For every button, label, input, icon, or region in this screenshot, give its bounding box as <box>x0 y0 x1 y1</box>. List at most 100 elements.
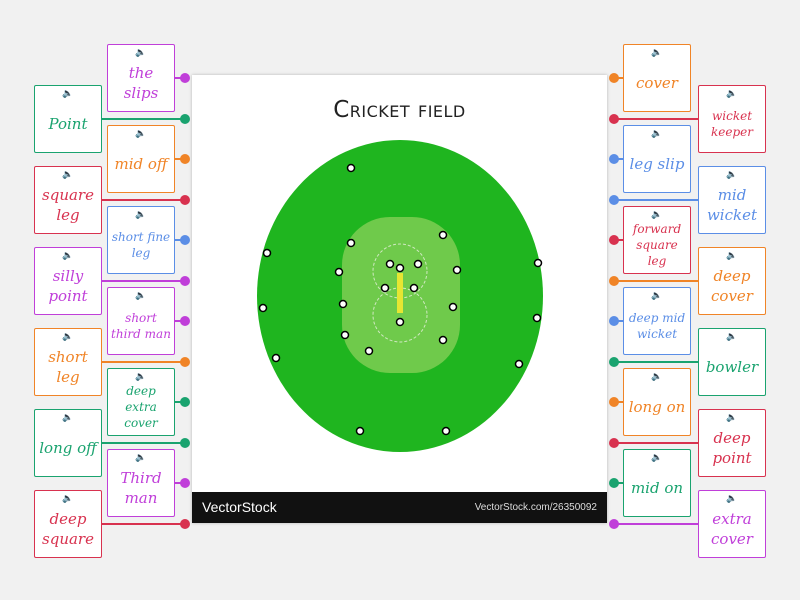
field-diagram <box>257 140 543 452</box>
anchor-dot-deep-cover[interactable] <box>609 276 619 286</box>
card-label: mid off <box>114 154 168 173</box>
connector-deep-point <box>614 442 698 444</box>
speaker-icon[interactable]: 🔈 <box>135 129 147 139</box>
anchor-dot-deep-extra-cover[interactable] <box>180 397 190 407</box>
anchor-dot-wicket-keeper[interactable] <box>609 114 619 124</box>
label-card-point[interactable]: 🔈Point <box>34 85 102 153</box>
anchor-dot-mid-off[interactable] <box>180 154 190 164</box>
card-label: deep square <box>42 509 94 548</box>
anchor-dot-short-third-man[interactable] <box>180 316 190 326</box>
card-label: Third man <box>120 468 162 507</box>
speaker-icon[interactable]: 🔈 <box>726 413 738 423</box>
card-label: silly point <box>48 266 88 305</box>
speaker-icon[interactable]: 🔈 <box>135 372 147 382</box>
label-card-mid-wicket[interactable]: 🔈 mid wicket <box>698 166 766 234</box>
label-card-short-fine-leg[interactable]: 🔈short fine leg <box>107 206 175 274</box>
speaker-icon[interactable]: 🔈 <box>135 210 147 220</box>
anchor-dot-long-off[interactable] <box>180 438 190 448</box>
connector-short-leg <box>102 361 185 363</box>
label-card-long-off[interactable]: 🔈long off <box>34 409 102 477</box>
label-card-square-leg[interactable]: 🔈square leg <box>34 166 102 234</box>
label-card-deep-extra-cover[interactable]: 🔈deep extra cover <box>107 368 175 436</box>
card-label: the slips <box>123 63 159 102</box>
anchor-dot-forward-square-leg[interactable] <box>609 235 619 245</box>
field-title: Cricket field <box>333 97 466 123</box>
credit-bar: VectorStock VectorStock.com/26350092 <box>192 492 607 523</box>
label-card-long-on[interactable]: 🔈 long on <box>623 368 691 436</box>
anchor-dot-short-leg[interactable] <box>180 357 190 367</box>
label-card-short-leg[interactable]: 🔈short leg <box>34 328 102 396</box>
label-card-mid-on[interactable]: 🔈mid on <box>623 449 691 517</box>
card-label: deep point <box>712 428 752 467</box>
anchor-dot-short-fine-leg[interactable] <box>180 235 190 245</box>
speaker-icon[interactable]: 🔈 <box>62 413 74 423</box>
connector-long-off <box>102 442 185 444</box>
label-card-mid-off[interactable]: 🔈 mid off <box>107 125 175 193</box>
speaker-icon[interactable]: 🔈 <box>651 210 663 220</box>
label-card-deep-mid-wicket[interactable]: 🔈 deep mid wicket <box>623 287 691 355</box>
speaker-icon[interactable]: 🔈 <box>726 332 738 342</box>
connector-silly-point <box>102 280 185 282</box>
fielder-markers <box>258 163 543 436</box>
connector-square-leg <box>102 199 185 201</box>
card-label: deep cover <box>711 266 753 305</box>
label-card-wicket-keeper[interactable]: 🔈wicket keeper <box>698 85 766 153</box>
connector-deep-square <box>102 523 185 525</box>
label-card-forward-square-leg[interactable]: 🔈forward square leg <box>623 206 691 274</box>
speaker-icon[interactable]: 🔈 <box>62 251 74 261</box>
label-card-silly-point[interactable]: 🔈 silly point <box>34 247 102 315</box>
speaker-icon[interactable]: 🔈 <box>651 291 663 301</box>
anchor-dot-long-on[interactable] <box>609 397 619 407</box>
connector-point <box>102 118 185 120</box>
anchor-dot-deep-point[interactable] <box>609 438 619 448</box>
anchor-dot-third-man[interactable] <box>180 478 190 488</box>
anchor-dot-the-slips[interactable] <box>180 73 190 83</box>
card-label: deep mid wicket <box>628 310 686 341</box>
label-card-short-third-man[interactable]: 🔈short third man <box>107 287 175 355</box>
label-card-the-slips[interactable]: 🔈 the slips <box>107 44 175 112</box>
connector-deep-cover <box>614 280 698 282</box>
speaker-icon[interactable]: 🔈 <box>651 453 663 463</box>
card-label: extra cover <box>711 509 753 548</box>
connector-mid-wicket <box>614 199 698 201</box>
speaker-icon[interactable]: 🔈 <box>135 453 147 463</box>
card-label: long on <box>628 397 686 416</box>
speaker-icon[interactable]: 🔈 <box>651 48 663 58</box>
anchor-dot-bowler[interactable] <box>609 357 619 367</box>
speaker-icon[interactable]: 🔈 <box>62 494 74 504</box>
anchor-dot-point[interactable] <box>180 114 190 124</box>
anchor-dot-mid-on[interactable] <box>609 478 619 488</box>
card-label: mid wicket <box>706 185 758 224</box>
label-card-leg-slip[interactable]: 🔈leg slip <box>623 125 691 193</box>
speaker-icon[interactable]: 🔈 <box>135 291 147 301</box>
speaker-icon[interactable]: 🔈 <box>62 170 74 180</box>
anchor-dot-mid-wicket[interactable] <box>609 195 619 205</box>
speaker-icon[interactable]: 🔈 <box>726 494 738 504</box>
speaker-icon[interactable]: 🔈 <box>62 332 74 342</box>
label-card-cover[interactable]: 🔈cover <box>623 44 691 112</box>
speaker-icon[interactable]: 🔈 <box>651 129 663 139</box>
anchor-dot-silly-point[interactable] <box>180 276 190 286</box>
anchor-dot-square-leg[interactable] <box>180 195 190 205</box>
credit-url-text: VectorStock.com/26350092 <box>474 502 597 513</box>
anchor-dot-extra-cover[interactable] <box>609 519 619 529</box>
anchor-dot-cover[interactable] <box>609 73 619 83</box>
card-label: bowler <box>705 357 759 376</box>
speaker-icon[interactable]: 🔈 <box>726 251 738 261</box>
speaker-icon[interactable]: 🔈 <box>726 170 738 180</box>
anchor-dot-deep-mid-wicket[interactable] <box>609 316 619 326</box>
pitch <box>397 273 403 313</box>
label-card-extra-cover[interactable]: 🔈 extra cover <box>698 490 766 558</box>
speaker-icon[interactable]: 🔈 <box>135 48 147 58</box>
speaker-icon[interactable]: 🔈 <box>651 372 663 382</box>
label-card-bowler[interactable]: 🔈 bowler <box>698 328 766 396</box>
label-card-deep-point[interactable]: 🔈 deep point <box>698 409 766 477</box>
anchor-dot-deep-square[interactable] <box>180 519 190 529</box>
speaker-icon[interactable]: 🔈 <box>726 89 738 99</box>
label-card-third-man[interactable]: 🔈 Third man <box>107 449 175 517</box>
card-label: deep extra cover <box>124 383 158 430</box>
label-card-deep-cover[interactable]: 🔈 deep cover <box>698 247 766 315</box>
speaker-icon[interactable]: 🔈 <box>62 89 74 99</box>
anchor-dot-leg-slip[interactable] <box>609 154 619 164</box>
label-card-deep-square[interactable]: 🔈 deep square <box>34 490 102 558</box>
